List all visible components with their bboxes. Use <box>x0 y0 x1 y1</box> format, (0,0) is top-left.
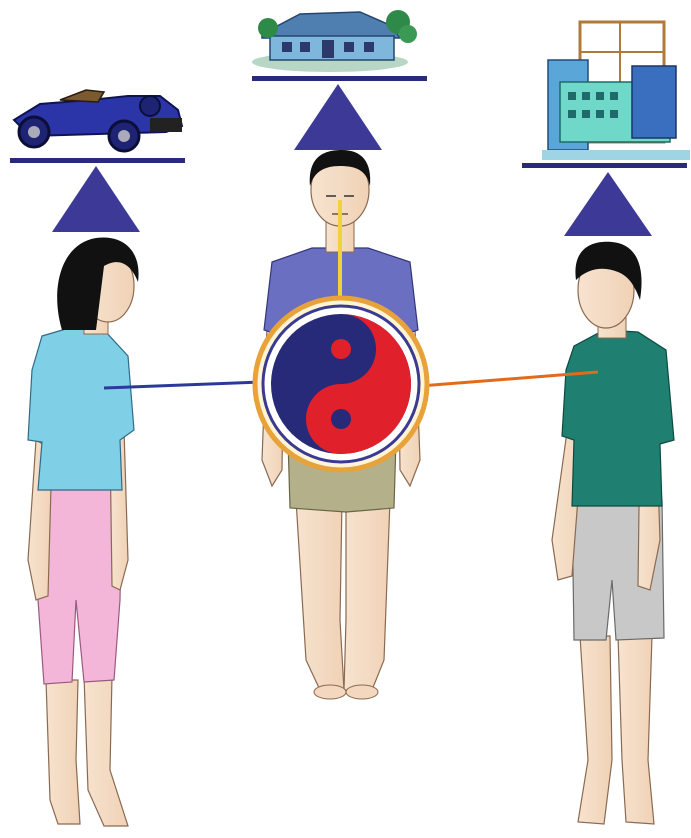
center-balance <box>252 10 427 150</box>
center-triangle <box>294 84 382 150</box>
building-icon <box>542 22 690 160</box>
right-balance <box>522 22 690 236</box>
woman-figure <box>28 237 139 826</box>
vintage-car-icon <box>14 90 182 151</box>
right-platform <box>522 163 687 168</box>
house-icon <box>252 10 417 72</box>
right-triangle <box>564 172 652 236</box>
yin-yang-icon <box>255 298 427 470</box>
left-platform <box>10 158 185 163</box>
man-figure <box>552 242 674 824</box>
left-balance <box>10 90 185 232</box>
center-platform <box>252 76 427 81</box>
left-triangle <box>52 166 140 232</box>
